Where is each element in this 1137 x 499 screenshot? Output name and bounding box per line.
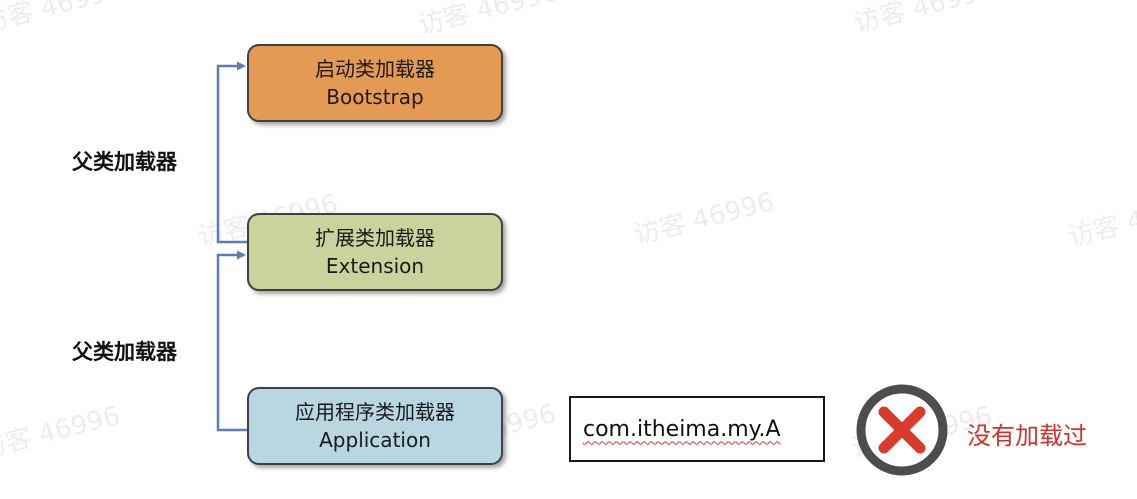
class-name-box: com.itheima.my.A bbox=[569, 396, 825, 462]
extension-loader-box: 扩展类加载器 Extension bbox=[247, 213, 503, 291]
cross-circle-icon bbox=[856, 384, 948, 476]
loader-name-cn: 扩展类加载器 bbox=[315, 226, 435, 250]
arrow-extension-to-bootstrap bbox=[216, 61, 247, 244]
loader-name-en: Extension bbox=[325, 254, 425, 278]
arrow-application-to-extension bbox=[216, 250, 247, 432]
parent-loader-label: 父类加载器 bbox=[72, 340, 177, 364]
loader-name-cn: 应用程序类加载器 bbox=[295, 400, 455, 424]
bootstrap-loader-box: 启动类加载器 Bootstrap bbox=[247, 44, 503, 122]
loader-name-en: Bootstrap bbox=[326, 85, 424, 109]
application-loader-box: 应用程序类加载器 Application bbox=[247, 387, 503, 465]
not-loaded-status: 没有加载过 bbox=[967, 422, 1087, 450]
loader-name-cn: 启动类加载器 bbox=[315, 57, 435, 81]
loader-name-en: Application bbox=[319, 428, 431, 452]
class-name: com.itheima.my.A bbox=[583, 416, 781, 442]
parent-loader-label: 父类加载器 bbox=[72, 150, 177, 174]
